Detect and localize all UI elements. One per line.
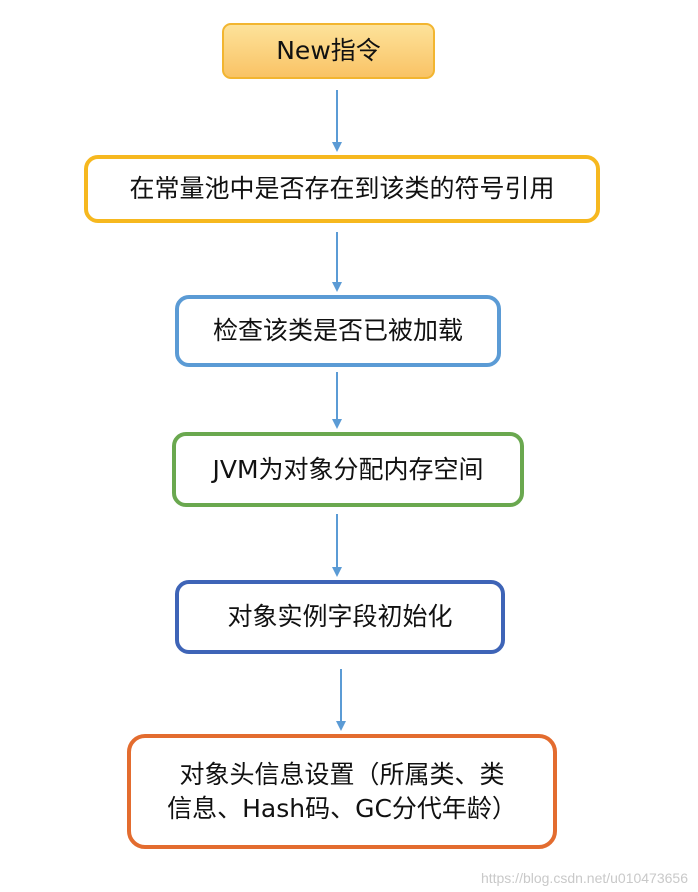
step-field-initialization: 对象实例字段初始化 — [175, 580, 505, 654]
step-new-instruction: New指令 — [222, 23, 435, 79]
step-label: 在常量池中是否存在到该类的符号引用 — [129, 174, 555, 204]
step-object-header-setup: 对象头信息设置（所属类、类 信息、Hash码、GC分代年龄） — [127, 734, 557, 849]
step-label: 对象实例字段初始化 — [227, 602, 453, 632]
step-label: New指令 — [276, 36, 381, 66]
step-label-line-1: 对象头信息设置（所属类、类 — [179, 759, 505, 789]
step-label-line-2: 信息、Hash码、GC分代年龄） — [167, 793, 517, 823]
step-class-loaded-check: 检查该类是否已被加载 — [175, 295, 501, 367]
step-label: 检查该类是否已被加载 — [212, 316, 463, 346]
step-label: JVM为对象分配内存空间 — [212, 454, 484, 484]
watermark: https://blog.csdn.net/u010473656 — [480, 870, 688, 886]
step-constant-pool-check: 在常量池中是否存在到该类的符号引用 — [84, 155, 600, 223]
step-allocate-memory: JVM为对象分配内存空间 — [172, 432, 524, 507]
